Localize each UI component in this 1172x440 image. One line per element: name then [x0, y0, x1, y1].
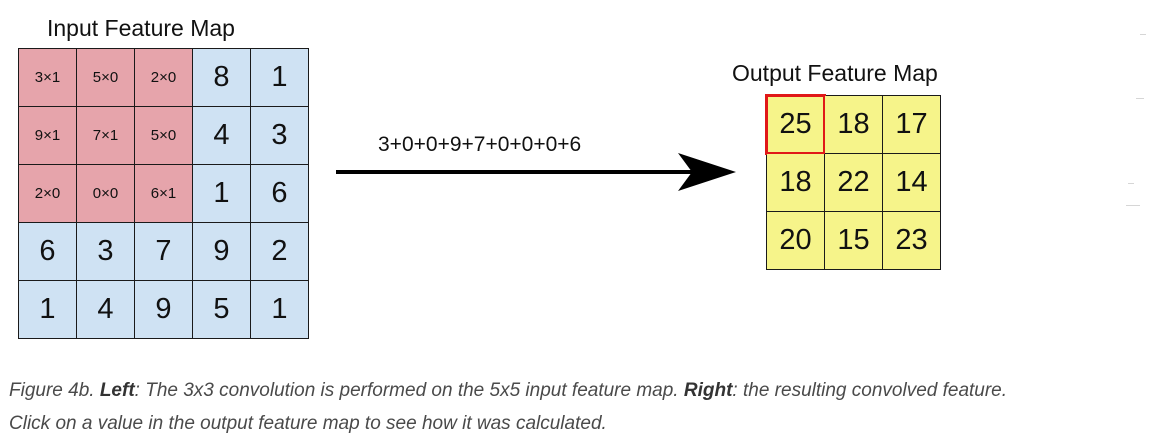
output-cell[interactable]: 22: [825, 154, 883, 212]
input-cell: 3: [251, 107, 309, 165]
output-cell[interactable]: 20: [767, 212, 825, 270]
kernel-cell: 9×1: [19, 107, 77, 165]
edge-tick-mark: [1126, 205, 1140, 206]
caption-line-1: Figure 4b. Left: The 3x3 convolution is …: [9, 374, 1159, 407]
calculation-equation: 3+0+0+9+7+0+0+0+6: [378, 133, 582, 156]
input-cell: 1: [19, 281, 77, 339]
right-arrow-icon: [336, 153, 736, 191]
output-cell[interactable]: 18: [767, 154, 825, 212]
kernel-cell: 3×1: [19, 49, 77, 107]
caption-line-2: Click on a value in the output feature m…: [9, 413, 607, 434]
input-cell: 8: [193, 49, 251, 107]
caption-prefix: Figure 4b.: [9, 380, 100, 401]
caption-right-label: Right: [683, 380, 733, 401]
output-cell[interactable]: 18: [825, 96, 883, 154]
kernel-cell: 5×0: [135, 107, 193, 165]
output-cell-selected[interactable]: 25: [765, 94, 826, 155]
input-cell: 9: [135, 281, 193, 339]
input-cell: 1: [251, 281, 309, 339]
input-cell: 4: [77, 281, 135, 339]
kernel-cell: 2×0: [135, 49, 193, 107]
kernel-cell: 7×1: [77, 107, 135, 165]
figure-caption: Figure 4b. Left: The 3x3 convolution is …: [9, 374, 1159, 440]
input-feature-map-title: Input Feature Map: [47, 15, 235, 41]
output-cell[interactable]: 23: [883, 212, 941, 270]
output-cell[interactable]: 14: [883, 154, 941, 212]
kernel-cell: 2×0: [19, 165, 77, 223]
input-cell: 2: [251, 223, 309, 281]
kernel-cell: 0×0: [77, 165, 135, 223]
output-cell[interactable]: 17: [883, 96, 941, 154]
edge-tick-mark: [1140, 34, 1146, 35]
input-cell: 6: [19, 223, 77, 281]
input-cell: 7: [135, 223, 193, 281]
input-cell: 6: [251, 165, 309, 223]
input-cell: 9: [193, 223, 251, 281]
input-cell: 4: [193, 107, 251, 165]
output-feature-map-title: Output Feature Map: [732, 60, 938, 86]
output-cell[interactable]: 15: [825, 212, 883, 270]
caption-right-text: : the resulting convolved feature.: [732, 380, 1008, 401]
input-cell: 1: [193, 165, 251, 223]
edge-tick-mark: [1128, 183, 1134, 184]
input-cell: 3: [77, 223, 135, 281]
input-cell: 1: [251, 49, 309, 107]
edge-tick-mark: [1136, 98, 1144, 99]
caption-left-text: : The 3x3 convolution is performed on th…: [134, 380, 684, 401]
caption-left-label: Left: [99, 380, 135, 401]
kernel-cell: 5×0: [77, 49, 135, 107]
kernel-cell: 6×1: [135, 165, 193, 223]
input-cell: 5: [193, 281, 251, 339]
